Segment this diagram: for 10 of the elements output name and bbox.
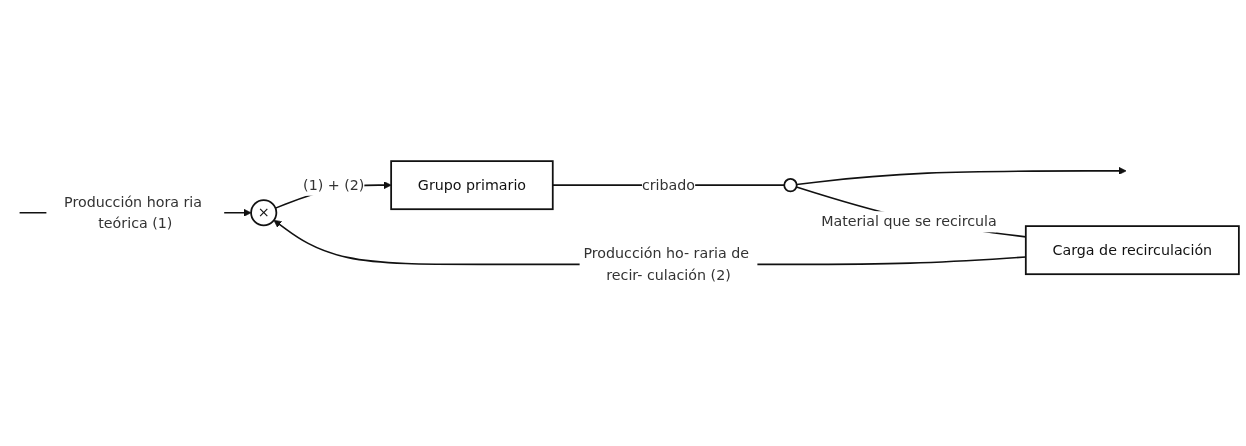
process-box: Carga de recirculación [1024,224,1240,275]
summing-junction: × [250,198,278,226]
edge-label: (1) + (2) [303,175,365,193]
edge-label: cribado [641,175,696,193]
edge-label: Producción hora ria teórica (1) [64,192,203,232]
edge-label: Material que se recircula [821,212,997,230]
arrow [795,166,1127,185]
process-box: Grupo primario [390,159,554,210]
edge-label: Producción ho- raria de recir- culación (2) [583,244,750,283]
junction-point [783,177,798,192]
